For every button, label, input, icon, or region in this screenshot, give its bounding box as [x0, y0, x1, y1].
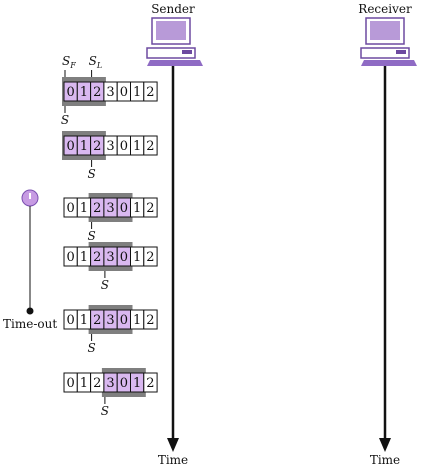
sequence-number: 1	[80, 376, 88, 391]
sequence-number: 0	[67, 313, 75, 328]
sequence-number: 2	[146, 376, 154, 391]
sequence-number: 0	[120, 250, 128, 265]
sequence-cell	[143, 197, 158, 218]
sequence-number: 2	[146, 139, 154, 154]
sequence-number: 1	[80, 313, 88, 328]
s-pointer-label: S	[101, 278, 109, 292]
s-pointer-label: S	[101, 404, 109, 418]
sequence-number: 2	[146, 85, 154, 100]
sequence-number: 3	[106, 313, 114, 328]
sequence-number: 3	[106, 250, 114, 265]
s-pointer-label: S	[61, 113, 69, 127]
receiver-label: Receiver	[358, 2, 412, 16]
sequence-number: 0	[67, 250, 75, 265]
s-pointer-label: S	[87, 167, 95, 181]
sequence-number: 3	[106, 201, 114, 216]
sequence-number: 3	[106, 376, 114, 391]
sequence-number: 1	[80, 139, 88, 154]
sequence-number: 1	[80, 85, 88, 100]
sequence-number: 0	[120, 139, 128, 154]
sequence-number: 0	[120, 313, 128, 328]
sequence-cell	[143, 309, 158, 330]
sequence-number: 1	[80, 250, 88, 265]
sequence-number: 0	[67, 139, 75, 154]
sequence-number: 0	[120, 376, 128, 391]
sequence-number: 2	[93, 201, 101, 216]
sequence-number: 2	[93, 313, 101, 328]
sender-timeline-arrowhead	[167, 438, 179, 452]
sequence-number: 2	[93, 250, 101, 265]
sf-pointer-label: SF	[62, 54, 76, 70]
sequence-number: 2	[93, 376, 101, 391]
sequence-number: 1	[133, 313, 141, 328]
sequence-number: 0	[120, 85, 128, 100]
sequence-number: 1	[133, 139, 141, 154]
sequence-number: 2	[146, 313, 154, 328]
sequence-number: 2	[93, 139, 101, 154]
sequence-number: 1	[133, 85, 141, 100]
sequence-number: 2	[146, 201, 154, 216]
timeout-label: Time-out	[3, 317, 57, 331]
s-pointer-label: S	[87, 229, 95, 243]
sequence-number: 1	[133, 376, 141, 391]
sequence-cell	[143, 81, 158, 102]
sender-computer-icon	[146, 17, 203, 66]
sequence-cell	[143, 372, 158, 393]
sequence-number: 2	[93, 85, 101, 100]
sequence-number: 3	[106, 139, 114, 154]
sequence-number: 3	[106, 85, 114, 100]
sequence-number: 2	[146, 250, 154, 265]
sequence-number: 0	[67, 201, 75, 216]
s-pointer-label: S	[87, 341, 95, 355]
receiver-time-label: Time	[370, 453, 400, 467]
sequence-cell	[143, 135, 158, 156]
receiver-computer-icon	[360, 17, 417, 66]
sender-time-label: Time	[158, 453, 188, 467]
sender-label: Sender	[151, 2, 195, 16]
sequence-number: 0	[67, 85, 75, 100]
sequence-number: 0	[67, 376, 75, 391]
sl-pointer-label: SL	[89, 54, 103, 70]
sequence-cell	[143, 246, 158, 267]
sequence-number: 1	[80, 201, 88, 216]
sequence-number: 0	[120, 201, 128, 216]
receiver-timeline-arrowhead	[379, 438, 391, 452]
sequence-number: 1	[133, 250, 141, 265]
timer-expiry-dot	[26, 307, 34, 315]
sequence-number: 1	[133, 201, 141, 216]
